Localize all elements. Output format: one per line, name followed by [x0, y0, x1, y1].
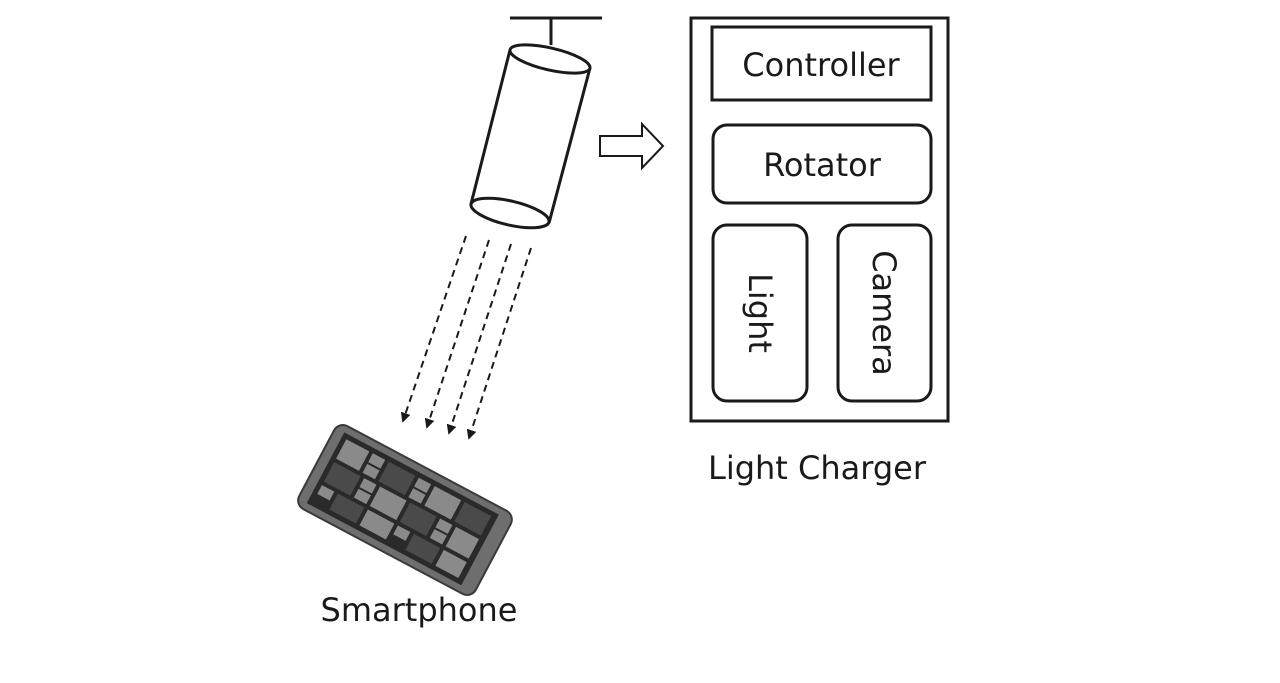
rotator-label: Rotator	[763, 146, 882, 184]
ceiling-mount-icon	[510, 16, 602, 45]
hollow-right-arrow-icon	[599, 121, 665, 171]
controller-block	[710, 25, 933, 102]
light-label: Light	[741, 273, 779, 353]
lamp-cylinder-icon	[469, 43, 592, 230]
light-beam-arrow-icon	[400, 235, 532, 440]
controller-label: Controller	[742, 46, 900, 84]
camera-block	[836, 223, 933, 403]
charger-caption: Light Charger	[708, 449, 927, 487]
light-block	[711, 223, 809, 403]
smartphone-icon	[297, 424, 513, 596]
camera-label: Camera	[865, 250, 903, 376]
rotator-block	[711, 123, 933, 205]
phone-caption: Smartphone	[321, 591, 518, 629]
